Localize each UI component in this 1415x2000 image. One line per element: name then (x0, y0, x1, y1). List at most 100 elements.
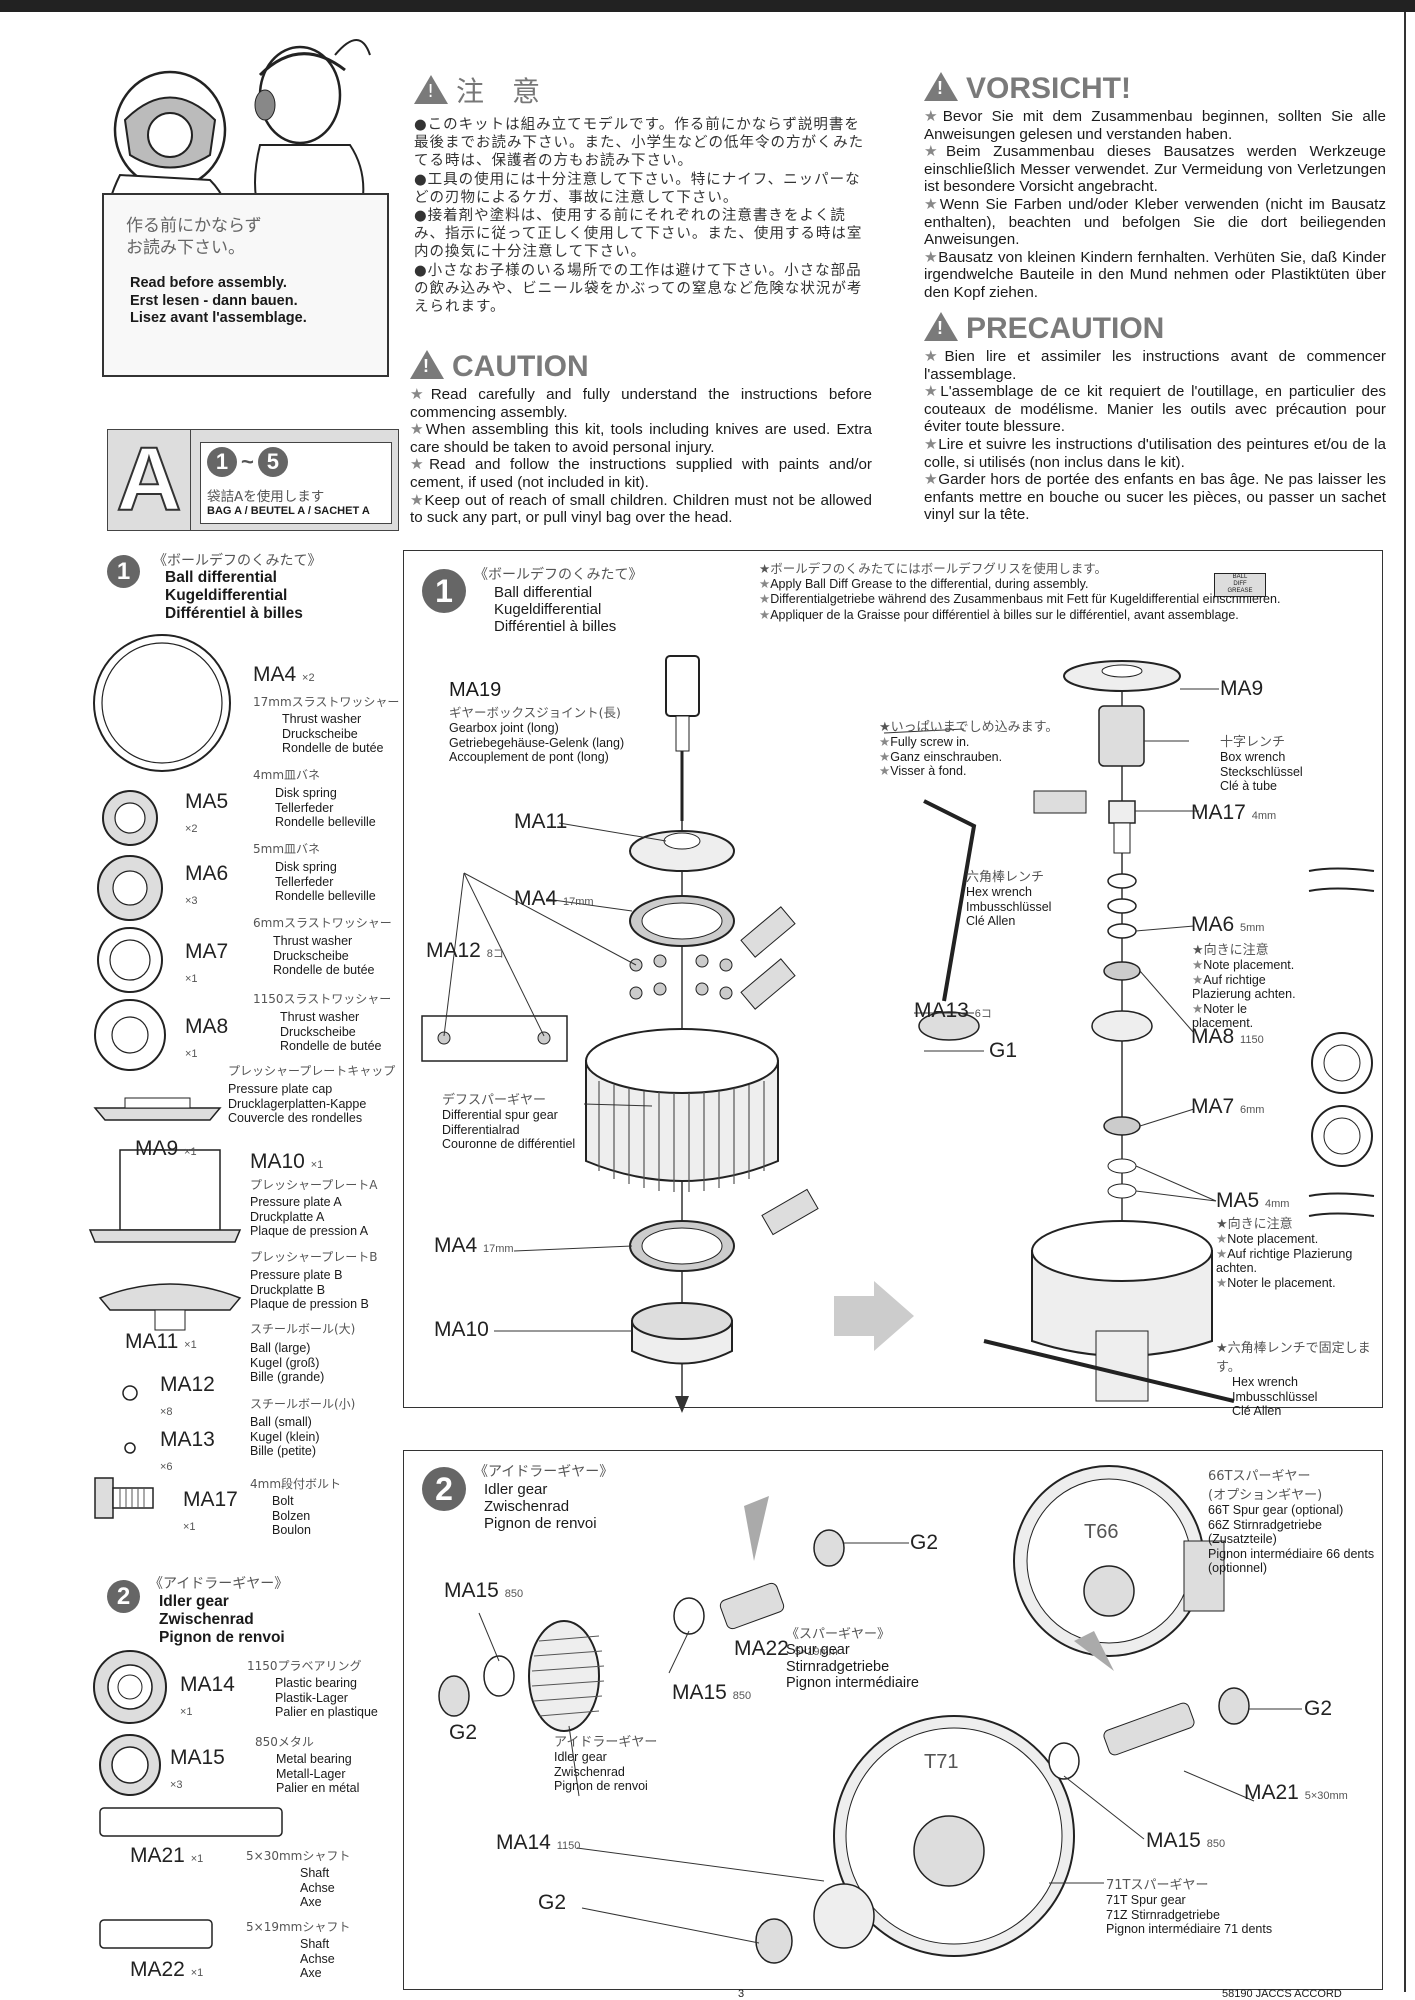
part-ma5-jp: 4mm皿バネ (253, 768, 321, 782)
part-ma21-code: MA21 ×1 (130, 1844, 204, 1867)
idler-jp: アイドラーギヤー (554, 1735, 658, 1750)
idler-gear-diagram (438, 1465, 1302, 1964)
note1-en: Note placement. (1192, 958, 1307, 973)
ma8-label: MA8 1150 (1191, 1025, 1264, 1048)
t71-jp: 71Tスパーギヤー (1106, 1878, 1209, 1893)
hexfix-en: Hex wrench (1232, 1375, 1298, 1389)
optional-gear-label: 66Tスパーギヤー (オプションギヤー) 66T Spur gear (opti… (1208, 1465, 1378, 1576)
step1-list-num: 1 (107, 555, 140, 588)
part-ma6-code: MA6×3 (185, 862, 229, 907)
intro-en: Read before assembly. (130, 275, 287, 291)
part-ma17-en: Bolt (272, 1494, 294, 1508)
chui-title: 注 意 (456, 75, 541, 108)
part-ma10-jp: プレッシャープレートA (250, 1178, 378, 1192)
part-ma11-de: Druckplatte B (250, 1282, 326, 1297)
box-wrench-fr: Clé à tube (1220, 779, 1277, 793)
part-ma12-fr: Bille (grande) (250, 1370, 325, 1384)
footer-code: 58190 JACCS ACCORD (1222, 1988, 1342, 2000)
part-ma10-en: Pressure plate A (250, 1195, 342, 1209)
opt-en: 66T Spur gear (optional) (1208, 1503, 1344, 1517)
part-ma17-de: Bolzen (272, 1508, 311, 1523)
bag-to: 5 (257, 447, 288, 477)
part-ma11-en: Pressure plate B (250, 1268, 343, 1282)
part-ma13-jp: スチールボール(小) (250, 1397, 356, 1411)
part-ma11-fr: Plaque de pression B (250, 1297, 369, 1311)
parts-list-2-drawings (93, 1650, 283, 1949)
intro-fr: Lisez avant l'assemblage. (130, 310, 307, 326)
note2-fr: Noter le placement. (1216, 1276, 1366, 1291)
step2-panel-fr: Pignon de renvoi (484, 1515, 597, 1532)
part-ma7-code: MA7×1 (185, 940, 229, 985)
part-ma21-jp: 5×30mmシャフト (246, 1849, 351, 1863)
chui-item: このキットは組み立てモデルです。作る前にかならず説明書を最後までお読み下さい。ま… (414, 116, 874, 171)
note2-en: Note placement. (1216, 1232, 1366, 1247)
vorsicht-item: Bausatz von kleinen Kindern fernhalten. … (924, 249, 1386, 302)
part-ma4-fr: Rondelle de butée (282, 741, 384, 755)
step2-panel-de: Zwischenrad (484, 1498, 570, 1515)
ma15-label-a: MA15 850 (444, 1579, 524, 1602)
ball-diff-diagram (421, 655, 1375, 1413)
part-ma14-fr: Palier en plastique (275, 1705, 378, 1719)
step1-list-fr: Différentiel à billes (165, 605, 303, 622)
part-ma12-code: MA12×8 (160, 1373, 215, 1418)
note2-de: Auf richtige Plazierung achten. (1216, 1247, 1366, 1276)
vorsicht-title: VORSICHT! (966, 72, 1131, 105)
note-placement-2: ★向きに注意 Note placement.Auf richtige Plazi… (1216, 1213, 1366, 1290)
hex-wrench-jp: 六角棒レンチ (966, 870, 1045, 885)
step1-panel-num: 1 (422, 569, 466, 613)
part-ma21-de: Achse (300, 1880, 335, 1895)
diff-spur-gear-en: Differential spur gear (442, 1108, 558, 1122)
vorsicht-item: Bevor Sie mit dem Zusammenbau beginnen, … (924, 108, 1386, 143)
part-ma13-en: Ball (small) (250, 1415, 312, 1429)
warning-triangle-icon (924, 312, 958, 341)
step1-list-en: Ball differential (165, 569, 277, 586)
caution-item: Read carefully and fully understand the … (410, 386, 872, 421)
part-ma17-code: MA17×1 (183, 1488, 238, 1533)
part-ma15-de: Metall-Lager (276, 1766, 346, 1781)
ma4-top-label: MA4 17mm (514, 887, 594, 910)
part-ma4-jp: 17mmスラストワッシャー (253, 695, 400, 709)
part-ma8-jp: 1150スラストワッシャー (253, 992, 392, 1006)
opt-fr: Pignon intermédiaire 66 dents (optionnel… (1208, 1546, 1375, 1576)
ma19-jp: ギヤーボックスジョイント(長) (449, 705, 621, 720)
idler-fr: Pignon de renvoi (554, 1779, 648, 1793)
part-ma22-en: Shaft (300, 1937, 330, 1951)
part-ma17-fr: Boulon (272, 1523, 311, 1537)
ma13-label: MA13 6コ (914, 999, 992, 1022)
top-border (0, 0, 1415, 12)
part-ma7-de: Druckscheibe (273, 948, 349, 963)
screw-note-jp: ★いっぱいまでしめ込みます。 (879, 720, 1059, 735)
caution-heading: CAUTION (410, 350, 872, 384)
part-ma5-code: MA5×2 (185, 790, 229, 835)
part-ma8-de: Druckscheibe (280, 1024, 356, 1039)
step2-list-de: Zwischenrad (159, 1611, 254, 1628)
gear-66-marking: T66 (1084, 1521, 1119, 1543)
g2-label-a: G2 (910, 1531, 939, 1554)
part-ma14-jp: 1150プラベアリング (247, 1659, 362, 1673)
screw-note-fr: Visser à fond. (879, 764, 1058, 779)
part-ma14-en: Plastic bearing (275, 1676, 357, 1690)
part-ma5-de: Tellerfeder (275, 800, 334, 815)
box-wrench-jp: 十字レンチ (1220, 735, 1286, 750)
opt-jp1: 66Tスパーギヤー (1208, 1469, 1311, 1484)
parts-list-2 (90, 1650, 410, 1990)
box-wrench-en: Box wrench (1220, 750, 1286, 764)
part-ma6-jp: 5mm皿バネ (253, 842, 321, 856)
step2-list-jp: 《アイドラーギヤー》 (149, 1576, 289, 1592)
grease-note-de: Differentialgetriebe während des Zusamme… (759, 592, 1329, 608)
part-ma6-de: Tellerfeder (275, 874, 334, 889)
vorsicht-item: Beim Zusammenbau dieses Bausatzes werden… (924, 143, 1386, 196)
grease-note-fr: Appliquer de la Graisse pour différentie… (759, 608, 1329, 624)
note1-jp: ★向きに注意 (1192, 943, 1269, 958)
step1-panel-fr: Différentiel à billes (494, 618, 617, 635)
precaution-section: PRECAUTION Bien lire et assimiler les in… (924, 312, 1386, 524)
step2-list-num: 2 (107, 1580, 140, 1613)
step2-panel: 2 《アイドラーギヤー》 Idler gear Zwischenrad Pign… (403, 1450, 1383, 1990)
part-ma9-fr: Couvercle des rondelles (228, 1111, 363, 1125)
ma15-label-b: MA15 850 (672, 1681, 752, 1704)
caution-item: Keep out of reach of small children. Chi… (410, 492, 872, 527)
intro-de: Erst lesen - dann bauen. (130, 292, 298, 309)
step2-list-en: Idler gear (159, 1593, 229, 1610)
